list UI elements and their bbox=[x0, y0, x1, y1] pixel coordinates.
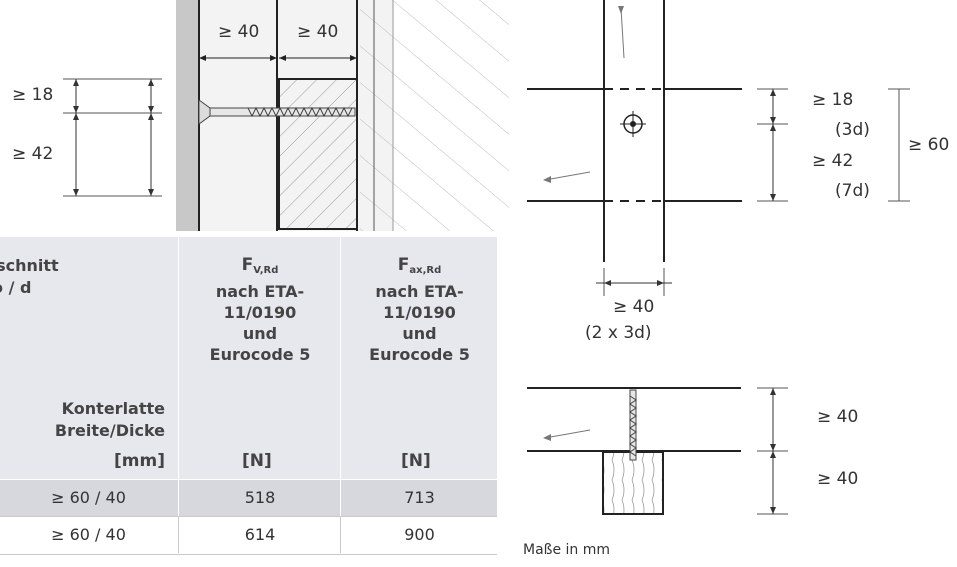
table-header: uerschnitt o / d Konterlatte Breite/Dick… bbox=[0, 237, 497, 479]
section-dim-lower: ≥ 40 bbox=[817, 469, 859, 489]
header-cross-section-sub: o / d bbox=[0, 278, 32, 297]
plan-dim-width: ≥ 40 bbox=[613, 297, 655, 317]
header-shear-line4: Eurocode 5 bbox=[209, 345, 311, 364]
cell-batten: ≥ 60 / 40 bbox=[51, 525, 126, 544]
header-batten-label: Konterlatte Breite/Dicke bbox=[55, 398, 165, 442]
left-dim-top-right: ≥ 40 bbox=[297, 22, 339, 42]
cell-batten: ≥ 60 / 40 bbox=[51, 488, 126, 507]
plan-dim-upper-note: (3d) bbox=[835, 120, 870, 140]
cell-f-ax-rd: 713 bbox=[340, 480, 498, 516]
plan-dim-total: ≥ 60 bbox=[908, 135, 950, 155]
plan-dim-lower: ≥ 42 bbox=[812, 151, 854, 171]
header-axial-capacity: Fax,Rd nach ETA- 11/0190 und Eurocode 5 … bbox=[340, 237, 498, 479]
header-shear-line3: und bbox=[242, 324, 278, 343]
plan-dim-width-note: (2 x 3d) bbox=[585, 323, 652, 343]
left-dim-upper: ≥ 18 bbox=[12, 85, 54, 105]
cell-f-v-rd: 614 bbox=[178, 517, 341, 553]
header-shear-unit: [N] bbox=[242, 451, 272, 471]
left-dim-top-left: ≥ 40 bbox=[218, 22, 260, 42]
cell-f-v-rd: 518 bbox=[178, 480, 341, 516]
header-shear-text: FV,Rd nach ETA- 11/0190 und Eurocode 5 bbox=[179, 254, 341, 365]
header-batten-label-line1: Konterlatte bbox=[61, 399, 165, 418]
plan-dim-upper: ≥ 18 bbox=[812, 90, 854, 110]
header-batten-label-line2: Breite/Dicke bbox=[54, 421, 165, 440]
left-dim-lower: ≥ 42 bbox=[12, 144, 54, 164]
header-cross-section: uerschnitt o / d Konterlatte Breite/Dick… bbox=[0, 237, 177, 479]
header-axial-line4: Eurocode 5 bbox=[369, 345, 470, 364]
section-dim-upper: ≥ 40 bbox=[817, 407, 859, 427]
header-axial-text: Fax,Rd nach ETA- 11/0190 und Eurocode 5 bbox=[341, 254, 498, 365]
header-axial-line1: nach ETA- bbox=[375, 282, 464, 301]
header-axial-symbol: Fax,Rd bbox=[397, 255, 442, 276]
header-shear-capacity: FV,Rd nach ETA- 11/0190 und Eurocode 5 [… bbox=[178, 237, 341, 479]
units-caption: Maße in mm bbox=[523, 542, 611, 558]
header-batten-unit: [mm] bbox=[114, 451, 165, 471]
table-bottom-border bbox=[0, 554, 497, 555]
header-shear-symbol: FV,Rd bbox=[241, 255, 279, 276]
cell-f-ax-rd: 900 bbox=[340, 517, 498, 553]
table-row: ≥ 60 / 40 518 713 bbox=[0, 480, 497, 516]
row-divider bbox=[0, 516, 497, 517]
header-shear-line1: nach ETA- bbox=[215, 282, 305, 301]
header-axial-line3: und bbox=[402, 324, 437, 343]
header-cross-section-title: uerschnitt bbox=[0, 256, 59, 275]
header-shear-line2: 11/0190 bbox=[223, 303, 297, 322]
table-row: ≥ 60 / 40 614 900 bbox=[0, 517, 497, 553]
plan-dim-lower-note: (7d) bbox=[835, 181, 870, 201]
header-axial-unit: [N] bbox=[401, 451, 431, 471]
header-axial-line2: 11/0190 bbox=[383, 303, 456, 322]
